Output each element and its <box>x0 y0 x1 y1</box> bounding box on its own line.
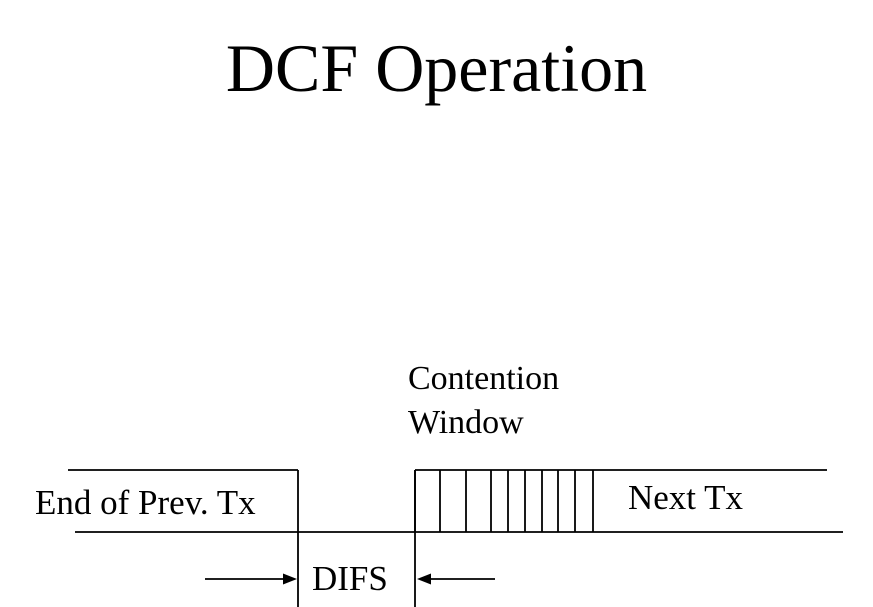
slide-title: DCF Operation <box>225 30 648 106</box>
prev-tx-label: End of Prev. Tx <box>35 483 256 522</box>
contention-window-label: Contention Window <box>408 357 559 445</box>
contention-slot-lines <box>414 470 594 532</box>
difs-end-arrow <box>417 573 495 585</box>
difs-start-arrow <box>205 573 297 585</box>
difs-start-arrowhead <box>283 573 297 585</box>
contention-window-label-line2: Window <box>408 404 524 441</box>
difs-label: DIFS <box>312 559 388 598</box>
contention-window-label-line1: Contention <box>408 360 560 397</box>
next-tx-label: Next Tx <box>628 478 744 517</box>
difs-end-arrowhead <box>417 573 431 585</box>
